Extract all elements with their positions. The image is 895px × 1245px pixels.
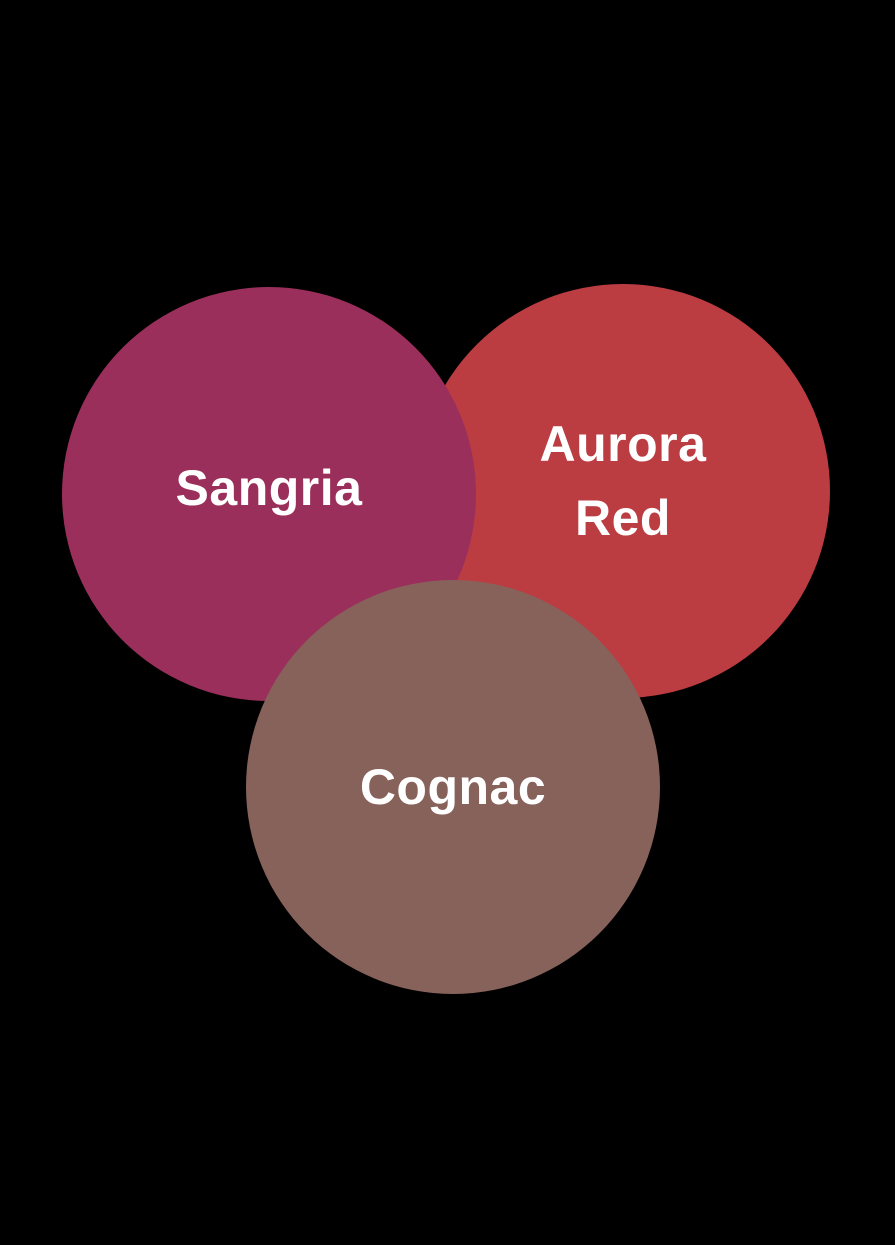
circle-label-aurora-red: Aurora Red bbox=[539, 416, 707, 546]
circle-label-cognac: Cognac bbox=[359, 759, 547, 815]
circle-label-sangria: Sangria bbox=[175, 460, 363, 516]
circle-cognac: Cognac bbox=[246, 580, 660, 994]
